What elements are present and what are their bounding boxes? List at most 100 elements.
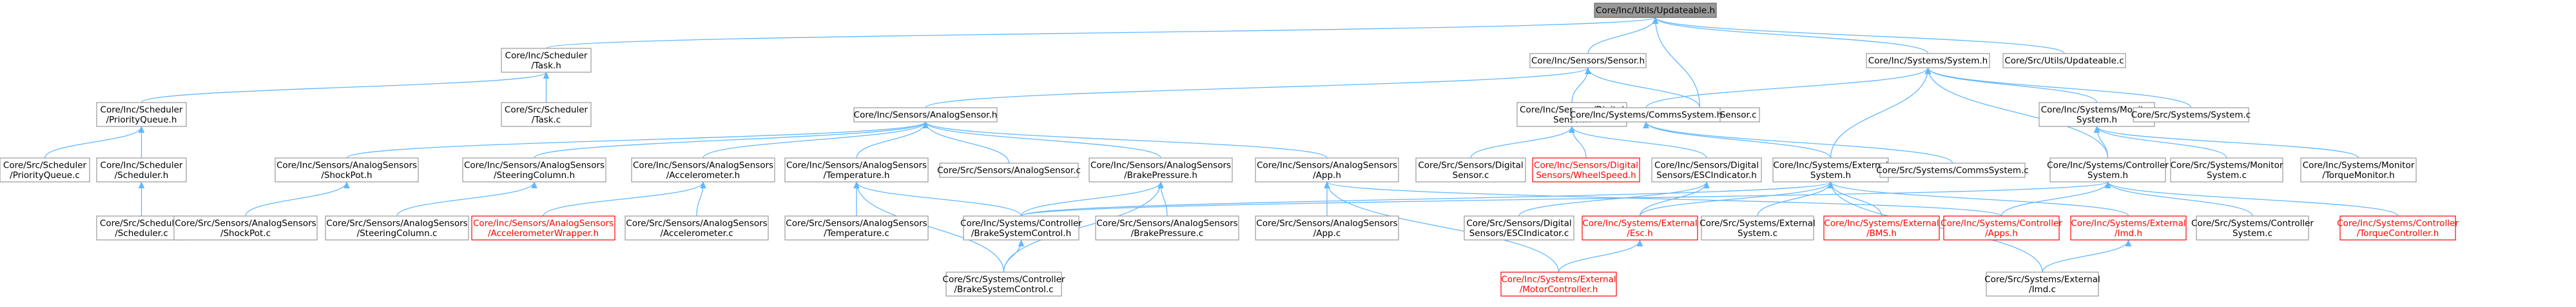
dependency-edge xyxy=(925,67,1589,108)
node-box xyxy=(853,107,998,123)
file-node-app-h[interactable]: Core/Inc/Sensors/AnalogSensors/App.h xyxy=(1255,157,1399,183)
file-node-motorctl-h[interactable]: Core/Inc/Systems/External/MotorControlle… xyxy=(1500,272,1617,297)
dependency-edge xyxy=(856,181,1022,217)
file-node-system-c[interactable]: Core/Src/Systems/System.c xyxy=(2131,107,2251,123)
dependency-edge xyxy=(2107,181,2253,217)
dependency-edge xyxy=(1639,181,1707,217)
node-label: Core/Inc/Sensors/AnalogSensors xyxy=(276,160,417,170)
file-node-app-c[interactable]: Core/Src/Sensors/AnalogSensors/App.c xyxy=(1255,215,1399,241)
file-node-bsc-c[interactable]: Core/Src/Systems/Controller/BrakeSystemC… xyxy=(943,272,1065,297)
edge-arrowhead xyxy=(853,181,860,188)
dependency-edge xyxy=(1927,67,2109,159)
file-node-scheduler-c[interactable]: Core/Src/Scheduler/Scheduler.c xyxy=(96,215,187,241)
dependency-edge xyxy=(1654,17,2065,54)
node-box xyxy=(1255,215,1399,241)
file-node-pq-c[interactable]: Core/Src/Scheduler/PriorityQueue.c xyxy=(0,157,90,183)
file-node-esc-ind-h[interactable]: Core/Inc/Sensors/DigitalSensors/ESCIndic… xyxy=(1651,157,1762,183)
node-label: Core/Src/Systems/External xyxy=(1700,218,1816,228)
file-node-system-h[interactable]: Core/Inc/Systems/System.h xyxy=(1866,53,1990,68)
file-node-wheelspeed-h[interactable]: Core/Inc/Sensors/DigitalSensors/WheelSpe… xyxy=(1532,157,1640,183)
node-box xyxy=(1095,215,1239,241)
file-node-bsc-h[interactable]: Core/Inc/Systems/Controller/BrakeSystemC… xyxy=(960,215,1082,241)
file-node-pq-h[interactable]: Core/Inc/Scheduler/PriorityQueue.h xyxy=(96,102,187,127)
node-label: Core/Src/Scheduler xyxy=(505,104,588,115)
file-node-shockpot-c[interactable]: Core/Src/Sensors/AnalogSensors/ShockPot.… xyxy=(173,215,318,241)
node-box xyxy=(1415,157,1526,183)
node-box xyxy=(2339,215,2456,241)
node-box xyxy=(1823,215,1940,241)
node-label: Core/Src/Scheduler xyxy=(100,218,184,228)
file-node-torquemon-h[interactable]: Core/Inc/Systems/Monitor/TorqueMonitor.h xyxy=(2300,157,2417,183)
file-node-esc-h[interactable]: Core/Inc/Systems/External/Esc.h xyxy=(1582,215,1698,241)
file-node-commssystem-c[interactable]: Core/Src/Systems/CommsSystem.c xyxy=(1876,163,2029,178)
file-node-task-c[interactable]: Core/Src/Scheduler/Task.c xyxy=(501,102,592,127)
node-label: Core/Src/Sensors/AnalogSensors xyxy=(1096,218,1237,228)
file-node-updateable-c[interactable]: Core/Src/Utils/Updateable.c xyxy=(2002,53,2126,68)
file-node-shockpot-h[interactable]: Core/Inc/Sensors/AnalogSensors/ShockPot.… xyxy=(275,157,419,183)
file-node-accelwrap-h[interactable]: Core/Inc/Sensors/AnalogSensors/Accelerom… xyxy=(471,215,615,241)
file-node-task-h[interactable]: Core/Inc/Scheduler/Task.h xyxy=(501,48,592,73)
dependency-edge xyxy=(1654,17,1701,108)
dependency-edge xyxy=(2000,181,2109,217)
edge-arrowhead xyxy=(700,181,706,188)
dependency-edge xyxy=(1020,181,2109,217)
node-label: /BrakePressure.h xyxy=(1124,170,1197,181)
node-label: Core/Inc/Systems/External xyxy=(1824,218,1939,228)
file-node-accel-h[interactable]: Core/Inc/Sensors/AnalogSensors/Accelerom… xyxy=(631,157,775,183)
file-node-sensor-h[interactable]: Core/Inc/Sensors/Sensor.h xyxy=(1529,53,1647,68)
node-label: Core/Src/Systems/Controller xyxy=(943,274,1065,284)
file-node-temp-h[interactable]: Core/Inc/Sensors/AnalogSensors/Temperatu… xyxy=(784,157,929,183)
dependency-edge xyxy=(543,181,704,217)
dependency-edge xyxy=(925,121,1010,164)
file-node-brakep-c[interactable]: Core/Src/Sensors/AnalogSensors/BrakePres… xyxy=(1095,215,1239,241)
file-node-analogsensor-h[interactable]: Core/Inc/Sensors/AnalogSensor.h xyxy=(853,107,998,123)
file-node-temp-c[interactable]: Core/Src/Sensors/AnalogSensors/Temperatu… xyxy=(784,215,929,241)
node-box xyxy=(96,215,187,241)
node-box xyxy=(2300,157,2417,183)
node-label: Core/Inc/Systems/External xyxy=(1501,274,1616,284)
file-node-commssystem-h[interactable]: Core/Inc/Systems/CommsSystem.h xyxy=(1570,107,1722,123)
file-node-scheduler-h[interactable]: Core/Inc/Scheduler/Scheduler.h xyxy=(96,157,187,183)
node-label: Sensors/ESCIndicator.h xyxy=(1656,170,1757,181)
file-node-imd-c[interactable]: Core/Src/Systems/External/Imd.c xyxy=(1984,272,2100,297)
node-label: Core/Src/Sensors/AnalogSensors xyxy=(626,218,767,228)
edge-arrowhead xyxy=(1924,67,1932,74)
file-node-bms-h[interactable]: Core/Inc/Systems/External/BMS.h xyxy=(1823,215,1940,241)
node-label: Core/Inc/Scheduler xyxy=(101,104,183,115)
file-node-esc-ind-c[interactable]: Core/Src/Sensors/DigitalSensors/ESCIndic… xyxy=(1464,215,1574,241)
node-label: /Temperature.h xyxy=(824,170,890,181)
file-node-steering-h[interactable]: Core/Inc/Sensors/AnalogSensors/SteeringC… xyxy=(462,157,606,183)
file-node-accel-c[interactable]: Core/Src/Sensors/AnalogSensors/Accelerom… xyxy=(625,215,769,241)
file-node-torquectl-h[interactable]: Core/Inc/Systems/Controller/TorqueContro… xyxy=(2337,215,2459,241)
dependency-edge xyxy=(2042,239,2129,273)
file-node-imd-h[interactable]: Core/Inc/Systems/External/Imd.h xyxy=(2070,215,2187,241)
node-label: /SteeringColumn.c xyxy=(357,228,438,239)
node-label: /Task.h xyxy=(531,61,561,71)
node-label: Core/Src/Sensors/Digital xyxy=(1466,218,1571,228)
edge-arrowhead xyxy=(138,181,145,188)
dependency-edge xyxy=(1927,67,2192,108)
node-label: Core/Inc/Sensors/AnalogSensors xyxy=(786,160,927,170)
node-box xyxy=(1879,163,2026,178)
node-box xyxy=(1464,215,1574,241)
node-label: Core/Src/Utils/Updateable.c xyxy=(2004,56,2124,66)
file-node-brakep-h[interactable]: Core/Inc/Sensors/AnalogSensors/BrakePres… xyxy=(1089,157,1233,183)
dependency-edge xyxy=(925,121,1161,159)
node-label: /PriorityQueue.h xyxy=(106,115,177,125)
file-node-steering-c[interactable]: Core/Src/Sensors/AnalogSensors/SteeringC… xyxy=(325,215,469,241)
node-label: /Task.c xyxy=(532,115,561,125)
file-node-analogsensor-c[interactable]: Core/Src/Sensors/AnalogSensor.c xyxy=(937,163,1081,178)
node-label: /Apps.h xyxy=(1985,228,2018,239)
node-label: Core/Inc/Sensors/AnalogSensor.h xyxy=(854,110,998,121)
node-box xyxy=(0,157,90,183)
file-node-apps-h[interactable]: Core/Inc/Systems/Controller/Apps.h xyxy=(1941,215,2062,241)
edge-arrowhead xyxy=(922,121,929,128)
